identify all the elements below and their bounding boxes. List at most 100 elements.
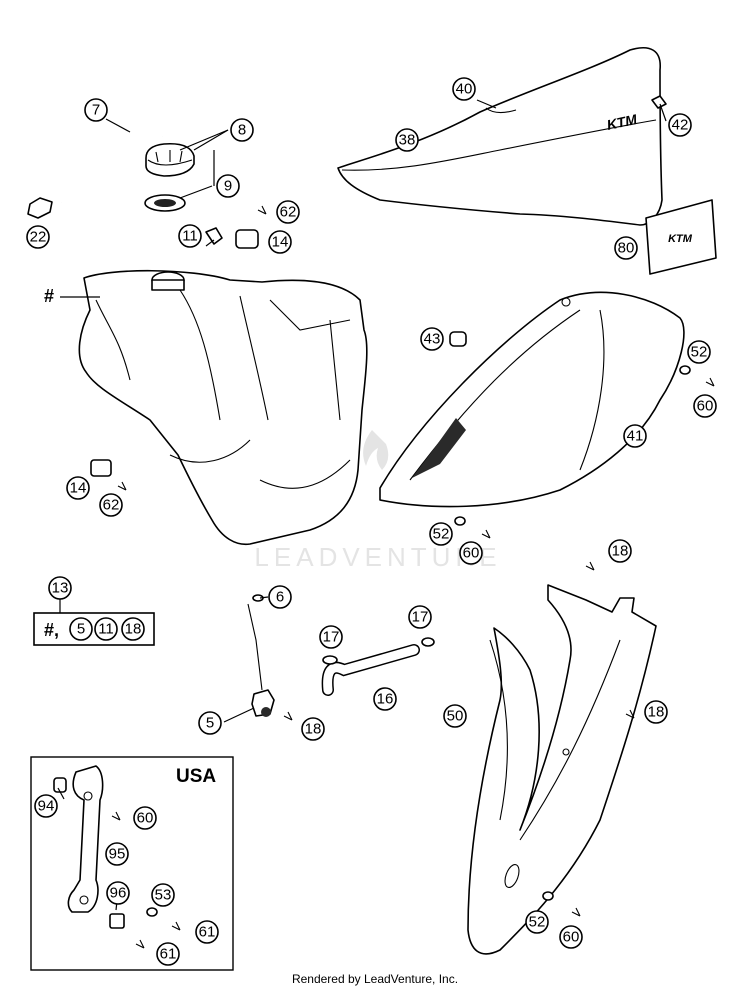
grommet-43 [449, 331, 467, 347]
svg-text:41: 41 [627, 428, 644, 445]
spacer-14-lower [90, 459, 112, 477]
callout-62-top: 62 [276, 200, 300, 224]
callout-62-lower: 62 [99, 493, 123, 517]
svg-text:95: 95 [109, 846, 126, 863]
svg-text:18: 18 [305, 721, 322, 738]
callout-5: 5 [198, 711, 222, 735]
svg-text:17: 17 [412, 609, 429, 626]
callout-52-top: 52 [687, 340, 711, 364]
bolt-18-upper [585, 561, 595, 571]
callout-38: 38 [395, 128, 419, 152]
svg-text:16: 16 [377, 691, 394, 708]
svg-text:61: 61 [160, 946, 177, 963]
svg-text:22: 22 [30, 229, 47, 246]
hose-clamp-left [322, 655, 338, 665]
hose-clamp-right [421, 637, 435, 647]
usa-bolt-61-left [135, 939, 145, 949]
callout-17-right: 17 [408, 605, 432, 629]
callout-60-low: 60 [559, 925, 583, 949]
callout-43: 43 [420, 327, 444, 351]
bolt-18-mid [625, 709, 635, 719]
fuel-tap [247, 594, 275, 717]
svg-text:9: 9 [224, 178, 232, 195]
callout-61-right: 61 [195, 920, 219, 944]
callout-61-left: 61 [156, 942, 180, 966]
callout-94: 94 [34, 794, 58, 818]
svg-text:60: 60 [563, 929, 580, 946]
callout-53: 53 [151, 883, 175, 907]
fuel-hose [321, 644, 420, 696]
svg-text:11: 11 [182, 228, 198, 245]
washer-52-mid [454, 516, 466, 526]
svg-text:60: 60 [697, 398, 714, 415]
callout-9: 9 [216, 174, 240, 198]
svg-text:7: 7 [92, 102, 100, 119]
callout-80: 80 [614, 236, 638, 260]
bolt-60-mid [481, 529, 491, 539]
watermark-text: LEADVENTURE [254, 542, 501, 572]
svg-text:18: 18 [612, 543, 629, 560]
usa-grommet-94 [53, 777, 67, 793]
callout-kit-18: 18 [121, 617, 145, 641]
callout-11: 11 [178, 224, 202, 248]
decal-logo: KTM [668, 233, 693, 245]
bolt-62-lower [117, 481, 127, 491]
callout-16: 16 [373, 687, 397, 711]
svg-text:62: 62 [280, 204, 297, 221]
usa-nut-96 [109, 913, 125, 929]
svg-text:18: 18 [125, 621, 142, 638]
tank-marker: # [44, 286, 54, 306]
svg-text:52: 52 [691, 344, 708, 361]
callout-6: 6 [268, 585, 292, 609]
screw-11 [205, 227, 223, 247]
usa-bolt-60 [111, 811, 121, 821]
callout-60-mid: 60 [459, 541, 483, 565]
svg-text:8: 8 [238, 122, 246, 139]
svg-text:5: 5 [77, 621, 85, 638]
decal-80: KTM [645, 199, 717, 275]
svg-text:52: 52 [529, 914, 546, 931]
svg-text:80: 80 [618, 240, 635, 257]
callout-kit-5: 5 [69, 617, 93, 641]
callout-8: 8 [230, 118, 254, 142]
kit-marker: #, [44, 620, 59, 640]
cap-gasket [144, 194, 186, 212]
svg-text:6: 6 [276, 589, 284, 606]
callout-50: 50 [443, 704, 467, 728]
callout-52-low: 52 [525, 910, 549, 934]
usa-bracket [67, 765, 104, 913]
callout-40: 40 [452, 77, 476, 101]
svg-text:17: 17 [323, 629, 340, 646]
callout-7: 7 [84, 98, 108, 122]
footer-credit: Rendered by LeadVenture, Inc. [291, 972, 459, 986]
washer-52-low [542, 891, 554, 901]
svg-text:52: 52 [433, 526, 450, 543]
bolt-60-low [571, 907, 581, 917]
usa-washer-53 [146, 907, 158, 917]
callout-52-mid: 52 [429, 522, 453, 546]
svg-text:42: 42 [672, 117, 689, 134]
svg-text:50: 50 [447, 708, 464, 725]
callout-60-top: 60 [693, 394, 717, 418]
callout-95: 95 [105, 842, 129, 866]
usa-bolt-61-right [171, 921, 181, 931]
leader-lines [57, 99, 667, 911]
seat-bolt-42 [651, 95, 667, 109]
svg-text:61: 61 [199, 924, 216, 941]
callout-14-top: 14 [268, 230, 292, 254]
seat-logo: KTM [605, 111, 638, 133]
fuel-tank [78, 269, 368, 546]
svg-text:96: 96 [110, 885, 127, 902]
callout-41: 41 [623, 424, 647, 448]
svg-text:11: 11 [98, 621, 114, 638]
svg-text:5: 5 [206, 715, 214, 732]
usa-label: USA [176, 766, 216, 787]
svg-text:62: 62 [103, 497, 120, 514]
callout-18-mid: 18 [644, 700, 668, 724]
leadventure-watermark: LEADVENTURE [254, 430, 501, 572]
svg-text:43: 43 [424, 331, 441, 348]
washer-52-top [679, 365, 691, 375]
side-panel [379, 291, 685, 508]
hose-valve [27, 197, 53, 219]
